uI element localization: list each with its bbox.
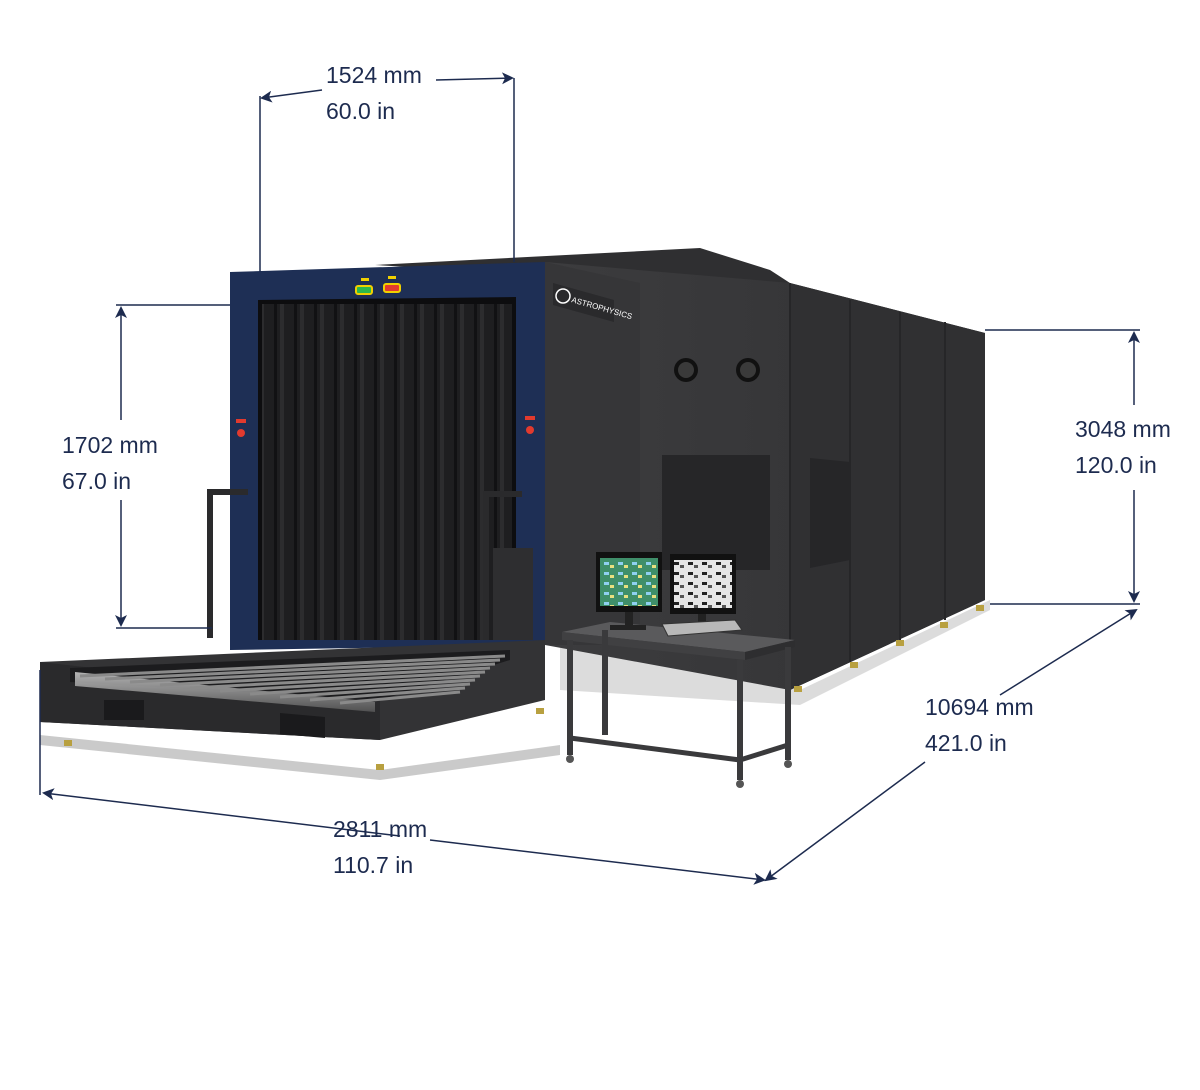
control-panel: [661, 619, 743, 637]
access-panel-side: [810, 458, 850, 568]
tunnel-height-in: 67.0 in: [62, 467, 132, 494]
status-light-red: [383, 283, 401, 293]
status-light-green: [355, 285, 373, 295]
overall-width-arrow: [42, 788, 401, 837]
tunnel-width-in: 60.0 in: [326, 97, 396, 124]
width-dimension-arrow: [435, 72, 514, 85]
overall-width-mm: 2811 mm: [333, 816, 428, 842]
overall-width-in: 110.7 in: [333, 851, 414, 878]
length-arrow: [764, 761, 926, 882]
width-dimension-arrow: [260, 89, 323, 103]
scanner-body: [375, 248, 985, 692]
tunnel-width-mm: 1524 mm: [326, 62, 422, 88]
emergency-stop-left: [237, 429, 245, 437]
overall-width-arrow: [429, 839, 766, 885]
machine-length-label: 10694 mm 421.0 in: [925, 690, 1034, 761]
access-panel: [662, 455, 770, 570]
overall-width-label: 2811 mm 110.7 in: [333, 812, 427, 883]
machine-height-mm: 3048 mm: [1075, 416, 1171, 442]
dimension-lines: [39, 72, 1140, 885]
machine-height-label: 3048 mm 120.0 in: [1075, 412, 1171, 483]
floor-shadow: [40, 600, 990, 780]
emergency-stop-right: [526, 426, 534, 434]
machine-height-in: 120.0 in: [1075, 451, 1157, 478]
tunnel-width-label: 1524 mm 60.0 in: [326, 58, 422, 129]
lead-curtain: [262, 304, 512, 640]
tunnel-height-mm: 1702 mm: [62, 432, 158, 458]
operator-workstation: [562, 552, 795, 788]
tunnel-height-label: 1702 mm 67.0 in: [62, 428, 158, 499]
length-arrow: [999, 608, 1138, 696]
conveyor: [40, 489, 545, 770]
machine-length-mm: 10694 mm: [925, 694, 1034, 720]
machine-length-in: 421.0 in: [925, 729, 1007, 756]
